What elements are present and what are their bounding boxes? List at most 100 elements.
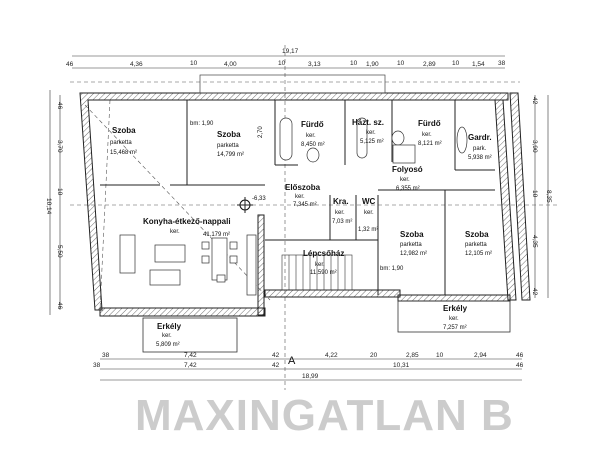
dimension: 38 — [102, 352, 110, 359]
dimension-total: 18,99 — [302, 373, 319, 380]
room-area: 14,799 m² — [217, 152, 244, 158]
room-name: Folyosó — [392, 165, 423, 174]
room-area: 15,468 m² — [110, 150, 137, 156]
room-name: Erkély — [443, 304, 468, 313]
room-name: Szoba — [217, 130, 241, 139]
balcony-right — [397, 300, 511, 333]
dimension: 10 — [190, 60, 198, 67]
dimension: 2,85 — [406, 352, 419, 359]
dimension: 38 — [93, 362, 101, 369]
room-floor: ker. — [422, 132, 432, 138]
room-area: 7,257 m² — [443, 325, 467, 331]
furniture — [119, 117, 468, 296]
dimension: 46 — [66, 61, 74, 68]
room-floor: park. — [473, 146, 487, 152]
room-floor: parketta — [465, 242, 487, 248]
dimensions-right: 42 3,90 10 4,35 42 8,35 — [531, 97, 552, 296]
room-area: 8,450 m² — [301, 142, 325, 148]
room-name: WC — [362, 197, 376, 206]
dimensions-left: 46 3,70 10 5,50 46 10,14 — [45, 102, 63, 310]
room-name: Szoba — [400, 230, 424, 239]
room-floor: ker. — [306, 133, 316, 139]
parapet-height: bm: 1,90 — [190, 121, 214, 127]
dimension: 3,70 — [56, 140, 63, 153]
room-area: 41,179 m² — [203, 232, 230, 238]
dimension: 3,90 — [531, 140, 538, 153]
dimension-total: 8,35 — [545, 190, 552, 203]
room-name: Kra. — [333, 197, 349, 206]
room-name: Fürdő — [418, 119, 441, 128]
walls — [79, 74, 531, 317]
room-name: Erkély — [157, 322, 182, 331]
dimension: 10 — [278, 60, 286, 67]
room-floor: ker. — [449, 316, 459, 322]
dimension: 38 — [498, 60, 506, 67]
room-name: Konyha-étkező-nappali — [143, 217, 231, 226]
dimension: 4,00 — [224, 61, 237, 68]
dimension: 46 — [56, 302, 63, 310]
dimension: 42 — [531, 97, 538, 105]
room-area: 12,982 m² — [400, 251, 427, 257]
room-area: 11,590 m² — [310, 270, 337, 276]
room-floor: ker. — [366, 130, 376, 136]
room-name: Előszoba — [285, 183, 321, 192]
room-name: Lépcsőház — [303, 249, 344, 258]
room-floor: parketta — [400, 242, 422, 248]
room-area: 5,938 m² — [468, 155, 492, 161]
dimension: 10 — [350, 60, 358, 67]
wall-height: 2,70 — [258, 126, 264, 138]
room-area: 7,345 m² — [293, 202, 317, 208]
room-area: 12,105 m² — [465, 251, 492, 257]
room-area: 6,355 m² — [396, 186, 420, 192]
section-label: A — [288, 355, 296, 367]
room-name: Szoba — [112, 126, 136, 135]
room-floor: ker. — [364, 210, 374, 216]
dimension: 3,13 — [308, 61, 321, 68]
watermark: MAXINGATLAN B — [135, 391, 514, 440]
dimension: 10 — [397, 60, 405, 67]
room-name: Szoba — [465, 230, 489, 239]
dimension: 20 — [370, 352, 378, 359]
dimension: 1,90 — [366, 61, 379, 68]
dimension: 10 — [452, 60, 460, 67]
dimension: 46 — [516, 362, 524, 369]
dimension: 2,89 — [423, 61, 436, 68]
dimension-total: 19,17 — [282, 48, 299, 55]
section-marker-icon — [237, 197, 253, 213]
room-area: 5,809 m² — [156, 342, 180, 348]
dimension: 46 — [516, 352, 524, 359]
dimension: 10 — [56, 188, 63, 196]
room-labels: Szoba parketta 15,468 m² Szoba parketta … — [110, 118, 492, 348]
room-area: 7,03 m² — [332, 219, 352, 225]
dimension: 10 — [436, 352, 444, 359]
dimensions-bottom: 38 7,42 42 4,22 20 2,85 10 2,94 46 38 7,… — [93, 352, 524, 380]
dimension: 4,35 — [531, 235, 538, 248]
dimension: 46 — [56, 102, 63, 110]
room-name: Gardr. — [468, 133, 492, 142]
dimension: 7,42 — [184, 352, 197, 359]
dimension: 10,31 — [393, 362, 410, 369]
room-floor: ker. — [162, 333, 172, 339]
room-area: 1,32 m² — [358, 227, 378, 233]
room-floor: ker. — [335, 210, 345, 216]
room-floor: ker. — [170, 229, 180, 235]
dimension: 5,50 — [56, 245, 63, 258]
dimension: 2,94 — [474, 352, 487, 359]
dimension: 7,42 — [184, 362, 197, 369]
dimension-lines — [49, 45, 560, 390]
balcony-left — [142, 317, 238, 353]
room-area: 8,121 m² — [418, 141, 442, 147]
level-mark: -6,33 — [252, 196, 266, 202]
dimension: 42 — [272, 352, 280, 359]
dimension: 4,22 — [325, 352, 338, 359]
room-floor: ker. — [295, 194, 305, 200]
staircase — [281, 254, 353, 291]
room-area: 5,125 m² — [360, 139, 384, 145]
room-floor: ker. — [315, 262, 325, 268]
room-floor: ker. — [400, 177, 410, 183]
room-name: Házt. sz. — [352, 118, 384, 127]
room-floor: parketta — [217, 143, 239, 149]
dimension: 4,36 — [130, 61, 143, 68]
dimension: 42 — [272, 362, 280, 369]
